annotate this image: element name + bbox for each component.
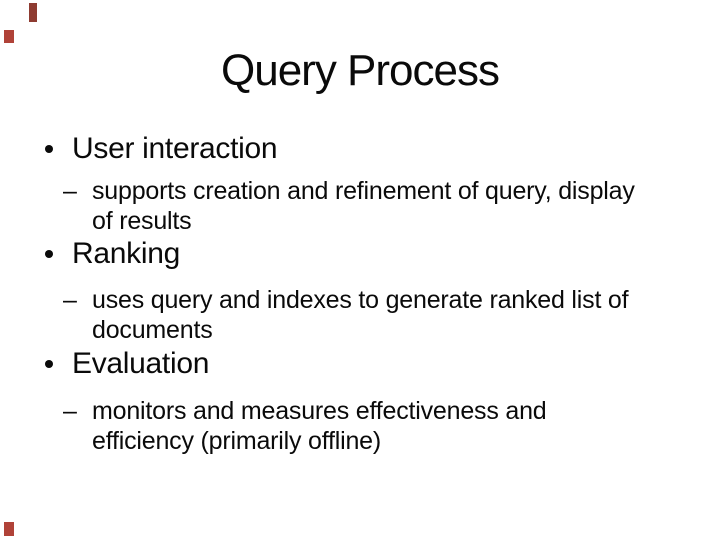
red-corner-mark-left-upper: [4, 30, 14, 43]
sub-bullet-text: supports creation and refinement of quer…: [92, 176, 635, 236]
bullet-item-user-interaction: User interaction: [45, 131, 278, 167]
red-corner-mark-top: [29, 3, 37, 22]
dash-marker: –: [63, 286, 77, 314]
sub-bullet-line: uses query and indexes to generate ranke…: [92, 286, 629, 314]
sub-bullet-line: efficiency (primarily offline): [92, 427, 382, 455]
dash-marker: –: [63, 177, 77, 205]
sub-bullet-line: documents: [92, 316, 213, 344]
sub-bullet-line: of results: [92, 207, 192, 235]
bullet-label: User interaction: [72, 132, 278, 165]
bullet-item-ranking: Ranking: [45, 236, 180, 272]
bullet-label: Ranking: [72, 237, 180, 270]
dash-marker: –: [63, 397, 77, 425]
slide-title: Query Process: [221, 46, 500, 95]
bullet-label: Evaluation: [72, 347, 210, 380]
sub-bullet-line: supports creation and refinement of quer…: [92, 177, 635, 205]
sub-bullet-ranking: – uses query and indexes to generate ran…: [63, 285, 629, 345]
bullet-dot-icon: [45, 360, 53, 368]
sub-bullet-user-interaction: – supports creation and refinement of qu…: [63, 176, 635, 236]
sub-bullet-text: monitors and measures effectiveness and …: [92, 396, 547, 456]
bullet-item-evaluation: Evaluation: [45, 346, 209, 382]
sub-bullet-evaluation: – monitors and measures effectiveness an…: [63, 396, 547, 456]
bullet-dot-icon: [45, 250, 53, 258]
sub-bullet-line: monitors and measures effectiveness and: [92, 397, 547, 425]
red-corner-mark-left-lower: [4, 522, 14, 536]
bullet-dot-icon: [45, 145, 53, 153]
sub-bullet-text: uses query and indexes to generate ranke…: [92, 285, 629, 345]
